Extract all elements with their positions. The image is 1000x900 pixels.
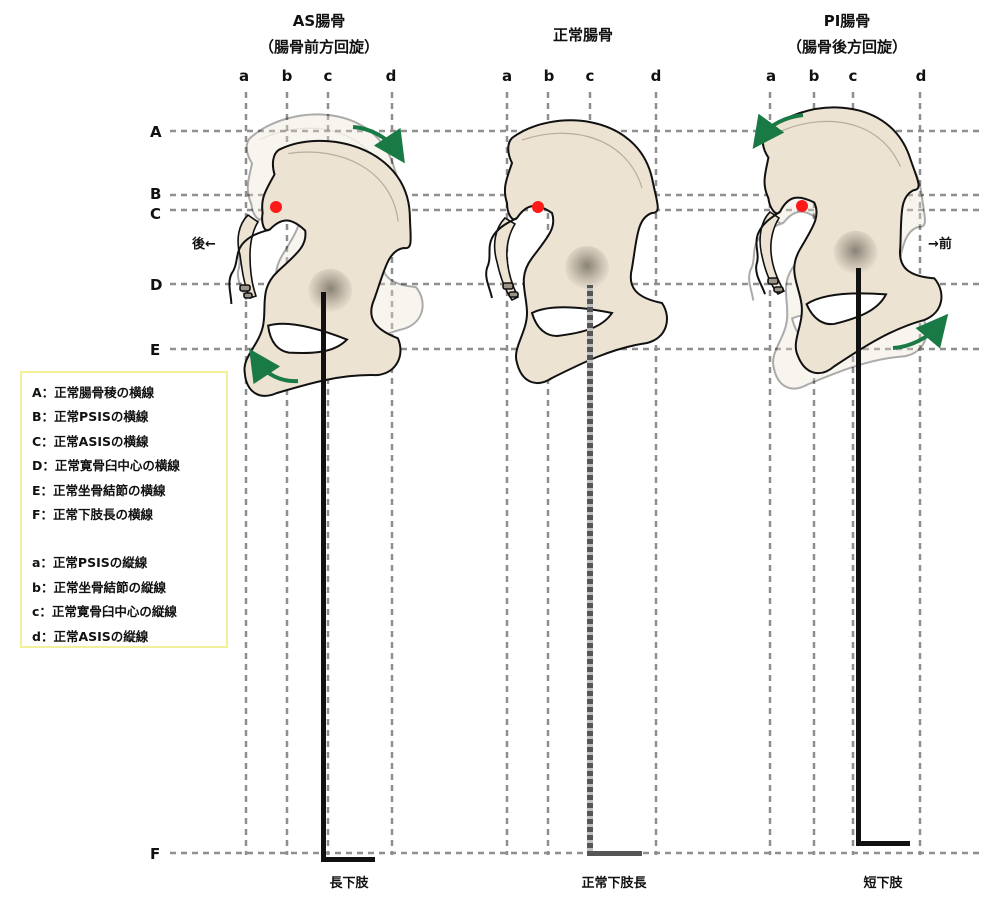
row-labels: A B C D E F [150, 123, 162, 863]
panel-titles: AS腸骨 （腸骨前方回旋） 正常腸骨 PI腸骨 （腸骨後方回旋） [259, 12, 907, 56]
legend-spacer [32, 527, 216, 551]
direction-anterior: →前 [928, 236, 952, 252]
legend-box: A：正常腸骨稜の横線 B：正常PSISの横線 C：正常ASISの横線 D：正常寛… [20, 371, 228, 648]
rotation-arrow-as-top [352, 125, 405, 164]
row-label-A: A [150, 123, 162, 141]
legend-col-b: b：正常坐骨結節の縦線 [32, 579, 166, 595]
row-label-C: C [150, 205, 161, 223]
col-label-p1-d: d [386, 67, 397, 85]
legend-col-c: c：正常寛骨臼中心の縦線 [32, 604, 177, 620]
rotation-arrow-pi-top [752, 113, 804, 149]
sacrum-normal [493, 216, 520, 302]
legend-row-A: A：正常腸骨稜の横線 [32, 385, 155, 400]
label-short-leg: 短下肢 [863, 875, 903, 891]
label-long-leg: 長下肢 [329, 875, 369, 891]
panel-title-normal: 正常腸骨 [553, 26, 613, 44]
row-label-F: F [150, 845, 160, 863]
legend-row-B: B：正常PSISの横線 [32, 409, 149, 425]
leg-line-normal [587, 285, 642, 856]
col-label-p1-c: c [324, 67, 333, 85]
label-normal-leg: 正常下肢長 [581, 875, 647, 891]
col-label-p3-c: c [849, 67, 858, 85]
col-label-p2-d: d [651, 67, 662, 85]
rotation-arrow-as-bottom [249, 348, 299, 385]
panel-title-pi: PI腸骨 [824, 12, 871, 30]
col-label-p2-b: b [544, 67, 555, 85]
pelvis-as-ilium [209, 103, 436, 420]
legend-row-F: F：正常下肢長の横線 [32, 506, 154, 522]
legend-col-a: a：正常PSISの縦線 [32, 555, 148, 571]
legend-row-D: D：正常寛骨臼中心の横線 [32, 458, 180, 474]
direction-posterior: 後← [192, 236, 216, 252]
legend-col-d: d：正常ASISの縦線 [32, 628, 149, 644]
legend-row-E: E：正常坐骨結節の横線 [32, 482, 166, 498]
col-label-p1-a: a [239, 67, 249, 85]
leg-line-short [856, 268, 910, 846]
col-label-p2-a: a [502, 67, 512, 85]
col-label-p3-b: b [809, 67, 820, 85]
col-label-p3-a: a [766, 67, 776, 85]
sacrum-as [237, 213, 260, 299]
row-label-E: E [150, 341, 160, 359]
panel-subtitle-as: （腸骨前方回旋） [259, 38, 379, 56]
psis-dot-normal [532, 201, 544, 213]
psis-dot-as [270, 201, 282, 213]
sacrum-pi [759, 210, 786, 296]
rotation-arrow-pi-bottom [892, 313, 949, 350]
psis-dot-pi [796, 200, 808, 212]
col-label-p2-c: c [586, 67, 595, 85]
legend-row-C: C：正常ASISの横線 [32, 433, 149, 449]
row-label-D: D [150, 276, 162, 294]
panel-subtitle-pi: （腸骨後方回旋） [787, 38, 907, 56]
pelvis-normal-ilium [485, 119, 668, 384]
pelvis-pi-ilium [736, 95, 951, 399]
row-label-B: B [150, 185, 161, 203]
col-label-p3-d: d [916, 67, 927, 85]
col-label-p1-b: b [282, 67, 293, 85]
leg-length-labels: 長下肢 正常下肢長 短下肢 [329, 875, 903, 891]
panel-title-as: AS腸骨 [293, 12, 345, 30]
column-labels: a b c d a b c d a b c d [239, 67, 926, 85]
leg-line-long [321, 292, 375, 862]
